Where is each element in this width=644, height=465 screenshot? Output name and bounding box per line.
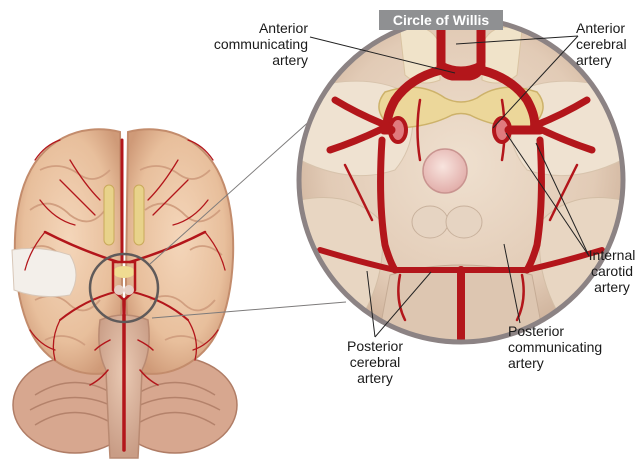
label-posterior-cerebral-artery: Posterior cerebral artery	[330, 338, 420, 386]
brain-inferior-view	[12, 129, 237, 458]
label-posterior-communicating-artery: Posterior communicating artery	[508, 323, 618, 371]
temporal-flap	[12, 248, 76, 296]
label-anterior-cerebral-artery: Anterior cerebral artery	[576, 20, 642, 68]
diagram-title: Circle of Willis	[379, 10, 503, 30]
zoomed-view	[299, 18, 623, 345]
pituitary	[423, 149, 467, 193]
label-anterior-communicating-artery: Anterior communicating artery	[208, 20, 308, 68]
label-internal-carotid-artery: Internal carotid artery	[582, 247, 642, 295]
